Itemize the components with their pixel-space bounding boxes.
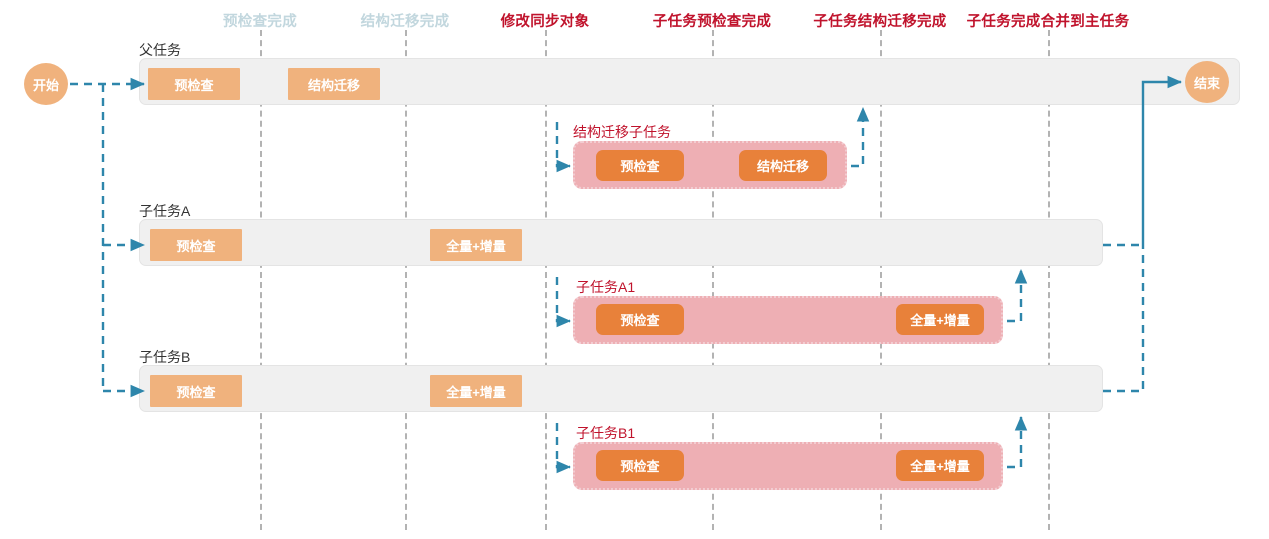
task-chip[interactable]: 结构迁移 [739, 150, 827, 181]
end-node-label: 结束 [1193, 75, 1220, 91]
task-chip[interactable]: 全量+增量 [896, 450, 984, 481]
task-chip[interactable]: 预检查 [148, 68, 240, 100]
subtask-group-title: 子任务A1 [576, 279, 636, 295]
connector-sub-a1-to-lane-a [1007, 269, 1028, 323]
connector-merge-to-end [1141, 75, 1182, 245]
milestone-label: 子任务预检查完成 [652, 14, 772, 30]
connector-sub-b1-to-lane-b [1007, 416, 1028, 469]
milestone-gridline [712, 30, 714, 530]
milestone-label: 修改同步对象 [500, 14, 590, 30]
milestone-gridline [545, 30, 547, 530]
task-chip[interactable]: 预检查 [596, 450, 684, 481]
connector-lane-b-to-merge [1103, 245, 1145, 393]
milestone-label: 子任务完成合并到主任务 [966, 14, 1130, 30]
task-chip[interactable]: 预检查 [596, 150, 684, 181]
milestone-gridline [260, 30, 262, 530]
subtask-group-title: 子任务B1 [576, 425, 636, 441]
connector-modify-to-sub-b1 [555, 423, 571, 474]
milestone-label: 子任务结构迁移完成 [813, 14, 947, 30]
milestone-gridline [1048, 30, 1050, 530]
end-node[interactable]: 结束 [1185, 61, 1229, 103]
task-chip[interactable]: 预检查 [150, 375, 242, 407]
subtask-group-title: 结构迁移子任务 [573, 124, 671, 140]
connector-structmig-sub-to-parent [851, 107, 870, 168]
lane-title: 子任务B [139, 349, 191, 365]
task-chip[interactable]: 预检查 [596, 304, 684, 335]
milestone-gridline [405, 30, 407, 530]
lane-title: 子任务A [139, 203, 191, 219]
task-chip[interactable]: 全量+增量 [896, 304, 984, 335]
lane-title: 父任务 [139, 42, 181, 58]
connector-modify-to-structmig-sub [555, 122, 571, 173]
lane-row [139, 219, 1103, 266]
milestone-label: 预检查完成 [223, 14, 297, 30]
task-chip[interactable]: 结构迁移 [288, 68, 380, 100]
milestone-label: 结构迁移完成 [360, 14, 450, 30]
connector-modify-to-sub-a1 [555, 277, 571, 328]
lane-row [139, 365, 1103, 412]
task-chip[interactable]: 全量+增量 [430, 229, 522, 261]
task-chip[interactable]: 全量+增量 [430, 375, 522, 407]
milestone-gridline [880, 30, 882, 530]
start-node[interactable]: 开始 [24, 63, 68, 105]
task-chip[interactable]: 预检查 [150, 229, 242, 261]
start-node-label: 开始 [32, 77, 59, 93]
